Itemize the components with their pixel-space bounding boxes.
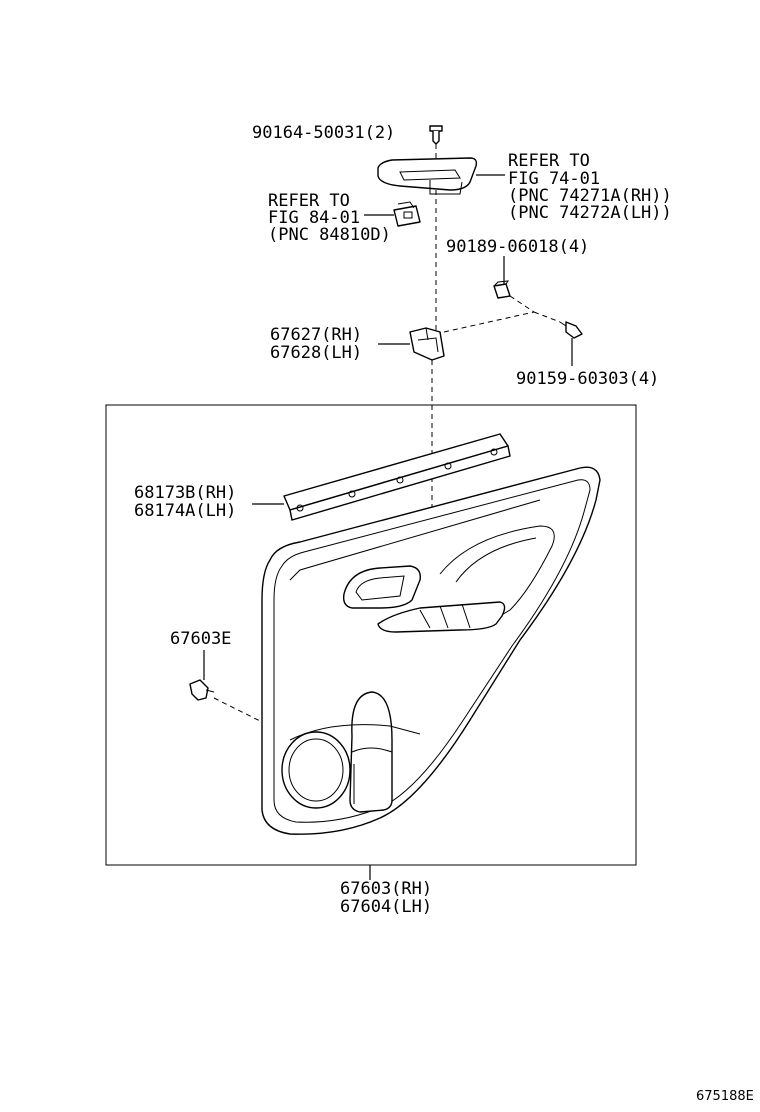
bracket-icon (409, 327, 445, 361)
label-refer-84-line1: REFER TO (268, 191, 350, 211)
assembly-box (105, 404, 637, 866)
screw-top-icon (429, 125, 443, 145)
label-refer-74-line1: REFER TO (508, 151, 590, 171)
label-nut-clip: 90189-06018(4) (446, 237, 589, 257)
label-weatherstrip-lh: 68174A(LH) (134, 501, 236, 521)
nut-clip-icon (493, 280, 511, 299)
diagram-id: 675188E (696, 1089, 754, 1104)
label-panel-lh: 67604(LH) (340, 897, 432, 917)
label-screw-top: 90164-50031(2) (252, 123, 395, 143)
label-refer-74-line2: FIG 74-01 (508, 169, 600, 189)
label-refer-74-line4: (PNC 74272A(LH)) (508, 203, 672, 223)
label-refer-74-line3: (PNC 74271A(RH)) (508, 186, 672, 206)
label-bracket-rh: 67627(RH) (270, 325, 362, 345)
screw-right-icon (559, 321, 583, 339)
label-clip: 67603E (170, 629, 231, 649)
weatherstrip-icon (283, 433, 511, 521)
door-panel-icon (261, 466, 601, 835)
label-refer-84-line3: (PNC 84810D) (268, 225, 391, 245)
clip-icon (189, 679, 215, 701)
label-bracket-lh: 67628(LH) (270, 343, 362, 363)
switch-base-icon (377, 157, 478, 195)
label-refer-84-line2: FIG 84-01 (268, 208, 360, 228)
courtesy-lamp-icon (393, 201, 421, 227)
label-weatherstrip-rh: 68173B(RH) (134, 483, 236, 503)
label-screw-right: 90159-60303(4) (516, 369, 659, 389)
label-panel-rh: 67603(RH) (340, 879, 432, 899)
